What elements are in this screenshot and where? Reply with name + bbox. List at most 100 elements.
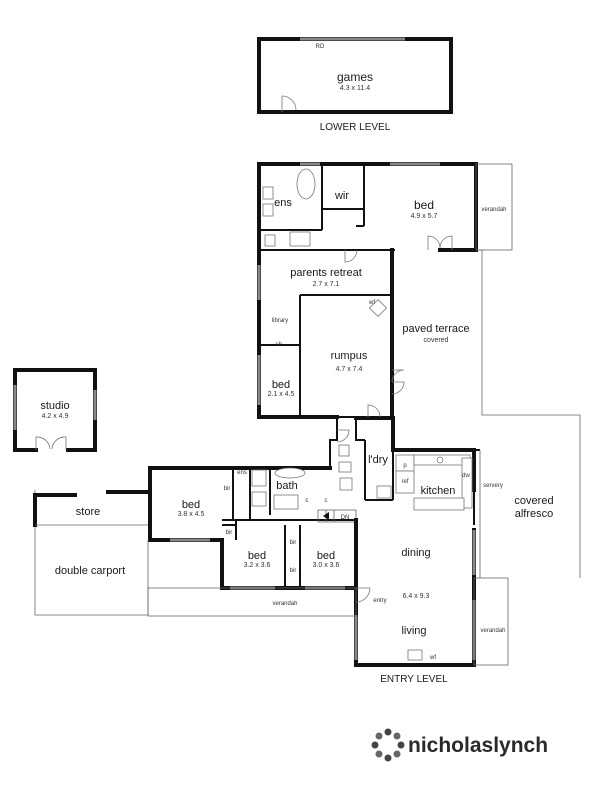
bed-main-door-1	[427, 235, 441, 250]
corridor-right-wall	[355, 418, 365, 441]
bed-small-size: 2.1 x 4.5	[268, 391, 295, 398]
retreat-door	[344, 249, 358, 263]
bir-label-1: bir	[224, 486, 231, 492]
bed-main-name: bed	[414, 198, 434, 212]
bed-small-name: bed	[272, 379, 290, 391]
bed-b-name: bed	[248, 550, 266, 562]
carport-outline	[34, 490, 149, 616]
library-label: library	[272, 318, 288, 324]
games-room-name: games	[337, 70, 373, 84]
bed-main-door-2	[439, 235, 453, 250]
wf2-label: wf	[429, 655, 436, 661]
entry-level-caption: ENTRY LEVEL	[380, 674, 448, 685]
cupboard-label-1: c	[306, 498, 309, 504]
entry-label: entry	[373, 598, 386, 604]
wood-fire	[368, 298, 388, 318]
ens-basin-2	[262, 203, 274, 217]
stairs-down-label: DN	[341, 515, 350, 521]
entry-toilet	[339, 477, 353, 491]
games-door	[281, 95, 297, 112]
store-wall	[33, 490, 152, 527]
double-carport-label: double carport	[55, 565, 125, 577]
corridor-left-wall	[329, 417, 338, 470]
verandah-top-label: verandah	[481, 207, 506, 213]
lower-level-caption: LOWER LEVEL	[320, 122, 391, 133]
paved-terrace-sub: covered	[424, 337, 449, 344]
living-label: living	[401, 625, 426, 637]
laundry-toilet	[338, 444, 350, 457]
bir-label-3: bir	[290, 540, 297, 546]
laundry-machine	[376, 485, 392, 499]
bath-label: bath	[276, 480, 297, 492]
dw-label: dw	[462, 473, 470, 479]
dining-size: 6.4 x 9.3	[403, 593, 430, 600]
entry-level: l'dry p ref kitchen dw servery covered a…	[33, 416, 554, 685]
bir-label-2: bir	[226, 530, 233, 536]
corridor-door	[336, 429, 350, 443]
store-label: store	[76, 506, 100, 518]
studio-size: 4.2 x 4.9	[42, 413, 69, 420]
verandah-right-area	[473, 577, 509, 666]
bathtub	[296, 168, 316, 200]
shower	[289, 231, 311, 247]
entry-door	[355, 587, 371, 603]
wir-label: wir	[334, 190, 349, 202]
paved-terrace-name: paved terrace	[402, 323, 469, 335]
company-logo: nicholaslynch	[371, 728, 548, 762]
bir-label-4: bir	[290, 568, 297, 574]
rd-label: RD	[316, 44, 325, 50]
ens-label: ens	[274, 197, 292, 209]
bed-a-name: bed	[182, 499, 200, 511]
ens2-label: ens	[237, 470, 247, 476]
verandah-top-area	[475, 163, 513, 251]
covered-alfresco-line1: covered	[514, 495, 553, 507]
verandah-front	[147, 587, 357, 617]
parents-retreat-size: 2.7 x 7.1	[313, 281, 340, 288]
ref-label: ref	[401, 479, 408, 485]
ens2-toilet	[251, 491, 267, 507]
rumpus-name: rumpus	[331, 350, 368, 362]
kitchen-sink	[436, 456, 444, 464]
pantry-label: p	[403, 463, 407, 469]
cupboard-label-2: c	[325, 498, 328, 504]
rumpus-door	[367, 404, 381, 418]
terrace-outline	[476, 249, 581, 578]
logo-text: nicholaslynch	[408, 734, 548, 757]
verandah-right-label: verandah	[480, 628, 505, 634]
bath-tub	[274, 467, 306, 479]
sh-label: sh	[276, 342, 282, 348]
bed-main-size: 4.9 x 5.7	[411, 213, 438, 220]
stairs	[317, 509, 357, 523]
studio-door-2	[51, 436, 67, 450]
servery-label: servery	[483, 483, 503, 489]
toilet	[264, 234, 276, 247]
games-room-size: 4.3 x 11.4	[340, 85, 370, 92]
verandah-front-label: verandah	[272, 601, 297, 607]
bed-c-size: 3.0 x 3.6	[313, 562, 340, 569]
kitchen-island	[413, 497, 465, 511]
bed-a-size: 3.8 x 4.5	[178, 511, 205, 518]
dining-label: dining	[401, 547, 430, 559]
studio-name: studio	[40, 400, 69, 412]
fridge	[395, 470, 415, 494]
kitchen-label: kitchen	[421, 485, 456, 497]
laundry-tub	[338, 461, 352, 473]
living-wood-fire	[407, 649, 423, 661]
upper-left-wall	[257, 162, 339, 419]
studio: studio 4.2 x 4.9	[13, 368, 97, 452]
wf-label: wf	[368, 300, 375, 306]
terrace-door-2	[391, 381, 405, 395]
bed-b-size: 3.2 x 3.6	[244, 562, 271, 569]
studio-door-1	[35, 436, 51, 450]
kitchen-bench-right	[461, 457, 473, 509]
terrace-door-1	[391, 369, 405, 383]
rumpus-size: 4.7 x 7.4	[336, 366, 363, 373]
ens2-basin	[251, 469, 267, 487]
lower-level: RD games 4.3 x 11.4 LOWER LEVEL	[257, 37, 453, 133]
stairs-arrow-icon	[323, 512, 329, 520]
covered-alfresco-line2: alfresco	[515, 508, 554, 520]
bed-c-name: bed	[317, 550, 335, 562]
bath-basin	[273, 494, 299, 510]
laundry-label: l'dry	[368, 454, 388, 466]
